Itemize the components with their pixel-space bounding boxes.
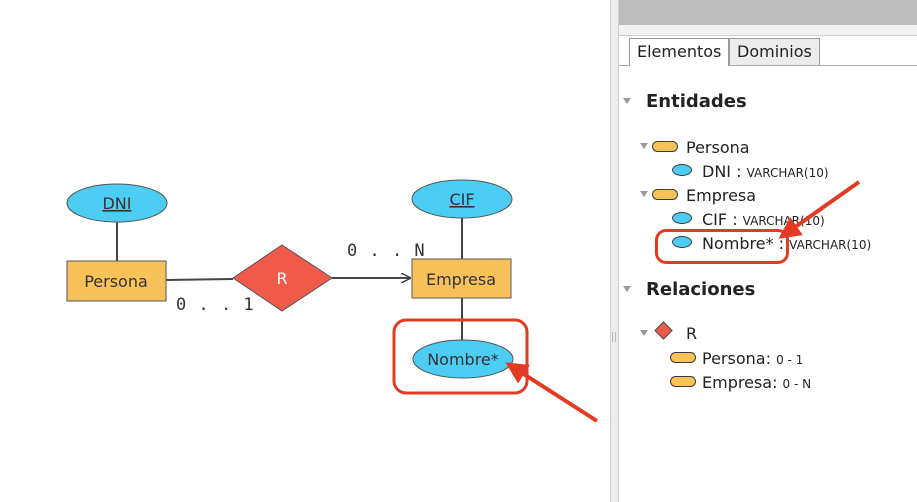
er-diagram: DNI Persona R 0 . . 1 0 . . N CIF Empres… xyxy=(66,179,599,423)
panel-splitter[interactable] xyxy=(610,0,619,502)
relaciones-collapse-triangle[interactable] xyxy=(623,286,631,292)
properties-panel: Elementos Dominios Entidades Persona DNI… xyxy=(619,0,917,502)
dni-attribute-ellipse[interactable] xyxy=(66,183,168,223)
empresa-collapse-triangle[interactable] xyxy=(640,191,648,197)
nombre-name: Nombre* xyxy=(702,234,774,253)
attribute-icon xyxy=(672,212,692,224)
entity-icon xyxy=(670,352,696,363)
tree-item-r[interactable]: R xyxy=(686,324,698,343)
tree-item-persona[interactable]: Persona xyxy=(686,138,750,157)
entidades-collapse-triangle[interactable] xyxy=(623,98,631,104)
cardinality-right: 0 . . N xyxy=(347,241,426,261)
relationship-r-label: R xyxy=(276,269,287,288)
rel-empresa-label: Empresa: xyxy=(702,373,778,392)
attribute-icon xyxy=(672,164,692,176)
entidades-heading: Entidades xyxy=(646,91,747,112)
entity-icon xyxy=(652,189,678,200)
empresa-entity-box[interactable] xyxy=(411,258,512,299)
rel-persona-cardinality: 0 - 1 xyxy=(776,353,804,367)
cif-separator: : xyxy=(732,210,738,229)
rel-persona-label: Persona: xyxy=(702,349,771,368)
splitter-grip[interactable] xyxy=(612,332,616,342)
nombre-attribute-label: Nombre* xyxy=(427,350,499,369)
nombre-type: VARCHAR(10) xyxy=(789,238,872,252)
nombre-tree-highlight xyxy=(655,229,789,264)
tab-dominios[interactable]: Dominios xyxy=(729,38,820,65)
nombre-highlight-box xyxy=(392,318,529,395)
entity-icon xyxy=(670,376,696,387)
nombre-separator: : xyxy=(778,234,785,253)
rel-empresa-cardinality: 0 - N xyxy=(782,377,812,391)
tree-item-empresa[interactable]: Empresa xyxy=(686,186,757,205)
relationship-r-diamond[interactable] xyxy=(232,244,333,312)
panel-tabbar: Elementos Dominios xyxy=(619,36,917,66)
dni-name: DNI xyxy=(702,162,732,181)
cardinality-left: 0 . . 1 xyxy=(176,295,255,315)
dni-separator: : xyxy=(736,162,742,181)
cif-type: VARCHAR(10) xyxy=(742,214,825,228)
nombre-annotation-arrow xyxy=(505,362,599,423)
panel-header-bar xyxy=(619,0,917,25)
cif-attribute-label: CIF xyxy=(449,190,474,209)
nombre-attribute-ellipse[interactable] xyxy=(412,339,514,379)
attribute-icon xyxy=(672,236,692,248)
persona-r-line xyxy=(165,278,234,281)
dni-type: VARCHAR(10) xyxy=(746,166,829,180)
tree-item-rel-persona[interactable]: Persona: 0 - 1 xyxy=(702,349,803,368)
relaciones-heading: Relaciones xyxy=(646,279,756,300)
tree-item-rel-empresa[interactable]: Empresa: 0 - N xyxy=(702,373,811,392)
entity-icon xyxy=(652,141,678,152)
tree-item-dni[interactable]: DNI : VARCHAR(10) xyxy=(702,162,829,181)
empresa-entity-label: Empresa xyxy=(426,270,496,289)
tab-elementos[interactable]: Elementos xyxy=(629,38,730,66)
persona-entity-box[interactable] xyxy=(66,260,167,302)
relationship-icon xyxy=(654,321,673,340)
cif-attribute-ellipse[interactable] xyxy=(411,179,513,219)
r-collapse-triangle[interactable] xyxy=(640,330,648,336)
diagram-canvas[interactable]: DNI Persona R 0 . . 1 0 . . N CIF Empres… xyxy=(0,0,610,502)
persona-entity-label: Persona xyxy=(84,272,148,291)
panel-resize-strip[interactable] xyxy=(619,25,917,36)
persona-collapse-triangle[interactable] xyxy=(640,143,648,149)
tree-item-cif[interactable]: CIF : VARCHAR(10) xyxy=(702,210,825,229)
dni-attribute-label: DNI xyxy=(102,194,131,213)
cif-name: CIF xyxy=(702,210,728,229)
tree-item-nombre[interactable]: Nombre* : VARCHAR(10) xyxy=(702,234,871,253)
